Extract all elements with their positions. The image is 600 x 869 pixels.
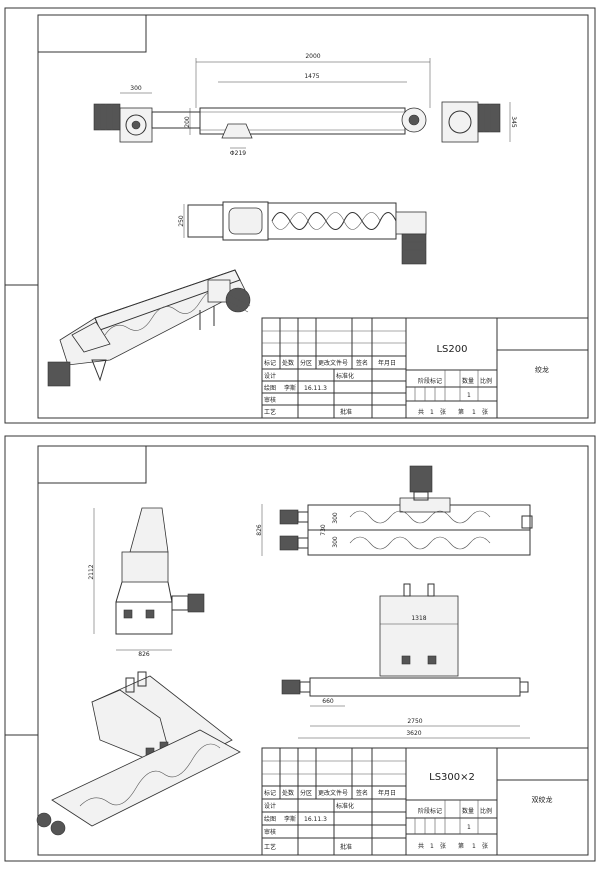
tb2-name: 双绞龙: [532, 795, 553, 804]
tb1-design: 设计: [264, 372, 276, 380]
tb1-craft: 工艺: [264, 408, 276, 416]
tb2-drawer: 李斯: [284, 815, 296, 823]
tb2-drawn: 绘图: [264, 815, 276, 823]
tb1-h4: 更改文件号: [318, 359, 348, 367]
tb2-review: 审核: [264, 828, 276, 836]
sheet-1-outer-border: [4, 7, 596, 424]
dim-inner-1: 300: [332, 512, 339, 524]
tb2-model: LS300×2: [429, 772, 475, 783]
tb2-nth: 第: [458, 842, 464, 850]
tb2-sheet-unit: 张: [440, 842, 446, 850]
tb1-total-n: 1: [430, 409, 434, 416]
dim-inlet-offset: 660: [322, 698, 334, 705]
dim-screw-length: 2750: [407, 718, 422, 725]
tb1-drawn: 绘图: [264, 384, 276, 392]
dim-inlet-dia: Φ219: [230, 150, 246, 157]
tb1-h2: 处数: [282, 359, 294, 367]
sheet-ls200: 2000 1475 300 200 Φ219: [4, 7, 596, 424]
title-block-1: 标记 处数 分区 更改文件号 签名 年月日 设计 标准化 绘图 李斯 16.11…: [261, 317, 589, 419]
tb2-stage: 阶段标记: [418, 807, 442, 815]
tb2-nth-n: 1: [472, 843, 476, 850]
tb1-scale: 比例: [480, 377, 492, 385]
ls300x2-side-view: 2112 826: [88, 507, 205, 658]
dim-body-width: 250: [178, 215, 185, 227]
ls300x2-front-view: 1318 660 2750 3620: [281, 583, 530, 739]
tb2-sheet-unit2: 张: [482, 842, 488, 850]
ls200-iso-view: [47, 269, 251, 387]
tb1-model: LS200: [436, 344, 467, 355]
dim-pitch-length: 1475: [304, 73, 319, 80]
dim-gearbox-width: 300: [130, 85, 142, 92]
tb1-drawer: 李斯: [284, 384, 296, 392]
dim-hopper-width: 1318: [411, 615, 426, 622]
tb1-h5: 签名: [356, 359, 368, 367]
dim-total-length-2: 3620: [406, 730, 421, 737]
tb2-design: 设计: [264, 802, 276, 810]
tb1-stage: 阶段标记: [418, 377, 442, 385]
sheet-1-corner-box: [37, 14, 147, 53]
dim-inner-3: 300: [332, 536, 339, 548]
dim-motor-height: 345: [510, 116, 517, 128]
tb2-scale: 比例: [480, 807, 492, 815]
sheet-2-corner-box: [37, 445, 147, 484]
tb2-h5: 签名: [356, 789, 368, 797]
sheet-ls300x2: 2112 826 826: [4, 435, 596, 862]
tb2-h2: 处数: [282, 789, 294, 797]
tb2-h3: 分区: [300, 789, 312, 797]
tb2-craft: 工艺: [264, 843, 276, 851]
ls300x2-plan-view: 826 300 730 300: [256, 465, 533, 556]
tb2-h6: 年月日: [378, 789, 396, 797]
tb1-standardize: 标准化: [336, 372, 354, 380]
tb2-total: 共: [418, 842, 424, 850]
dim-side-height: 2112: [88, 564, 95, 579]
sheet-2-outer-border: [4, 435, 596, 862]
tb2-approve: 批准: [340, 843, 352, 851]
dim-inner-2: 730: [320, 524, 327, 536]
tb1-sheet-unit: 张: [440, 408, 446, 416]
tb2-h1: 标记: [264, 789, 276, 797]
tb1-total: 共: [418, 408, 424, 416]
dim-top-width: 826: [256, 524, 263, 536]
ls200-plan-view: 250: [178, 201, 427, 265]
tb1-approve: 批准: [340, 408, 352, 416]
dim-height: 200: [184, 116, 191, 128]
ls200-front-view: 2000 1475 300 200 Φ219: [93, 53, 517, 157]
tb1-h3: 分区: [300, 359, 312, 367]
tb2-qty-val: 1: [467, 824, 471, 831]
dim-total-length: 2000: [305, 53, 320, 60]
tb1-review: 审核: [264, 396, 276, 404]
tb1-name: 绞龙: [535, 365, 549, 374]
tb1-nth-n: 1: [472, 409, 476, 416]
tb1-sheet-unit2: 张: [482, 408, 488, 416]
tb1-qty-val: 1: [467, 392, 471, 399]
ls300x2-iso-view: [36, 671, 241, 836]
tb1-qty: 数量: [462, 377, 474, 385]
tb2-date: 16.11.3: [304, 816, 327, 823]
title-block-2: 标记 处数 分区 更改文件号 签名 年月日 设计 标准化 绘图 李斯 16.11…: [261, 747, 589, 856]
tb1-nth: 第: [458, 408, 464, 416]
dim-side-width: 826: [138, 651, 150, 658]
tb2-qty: 数量: [462, 807, 474, 815]
tb1-date: 16.11.3: [304, 385, 327, 392]
tb2-h4: 更改文件号: [318, 789, 348, 797]
tb1-h1: 标记: [264, 359, 276, 367]
tb2-total-n: 1: [430, 843, 434, 850]
tb1-h6: 年月日: [378, 359, 396, 367]
tb2-standardize: 标准化: [336, 802, 354, 810]
